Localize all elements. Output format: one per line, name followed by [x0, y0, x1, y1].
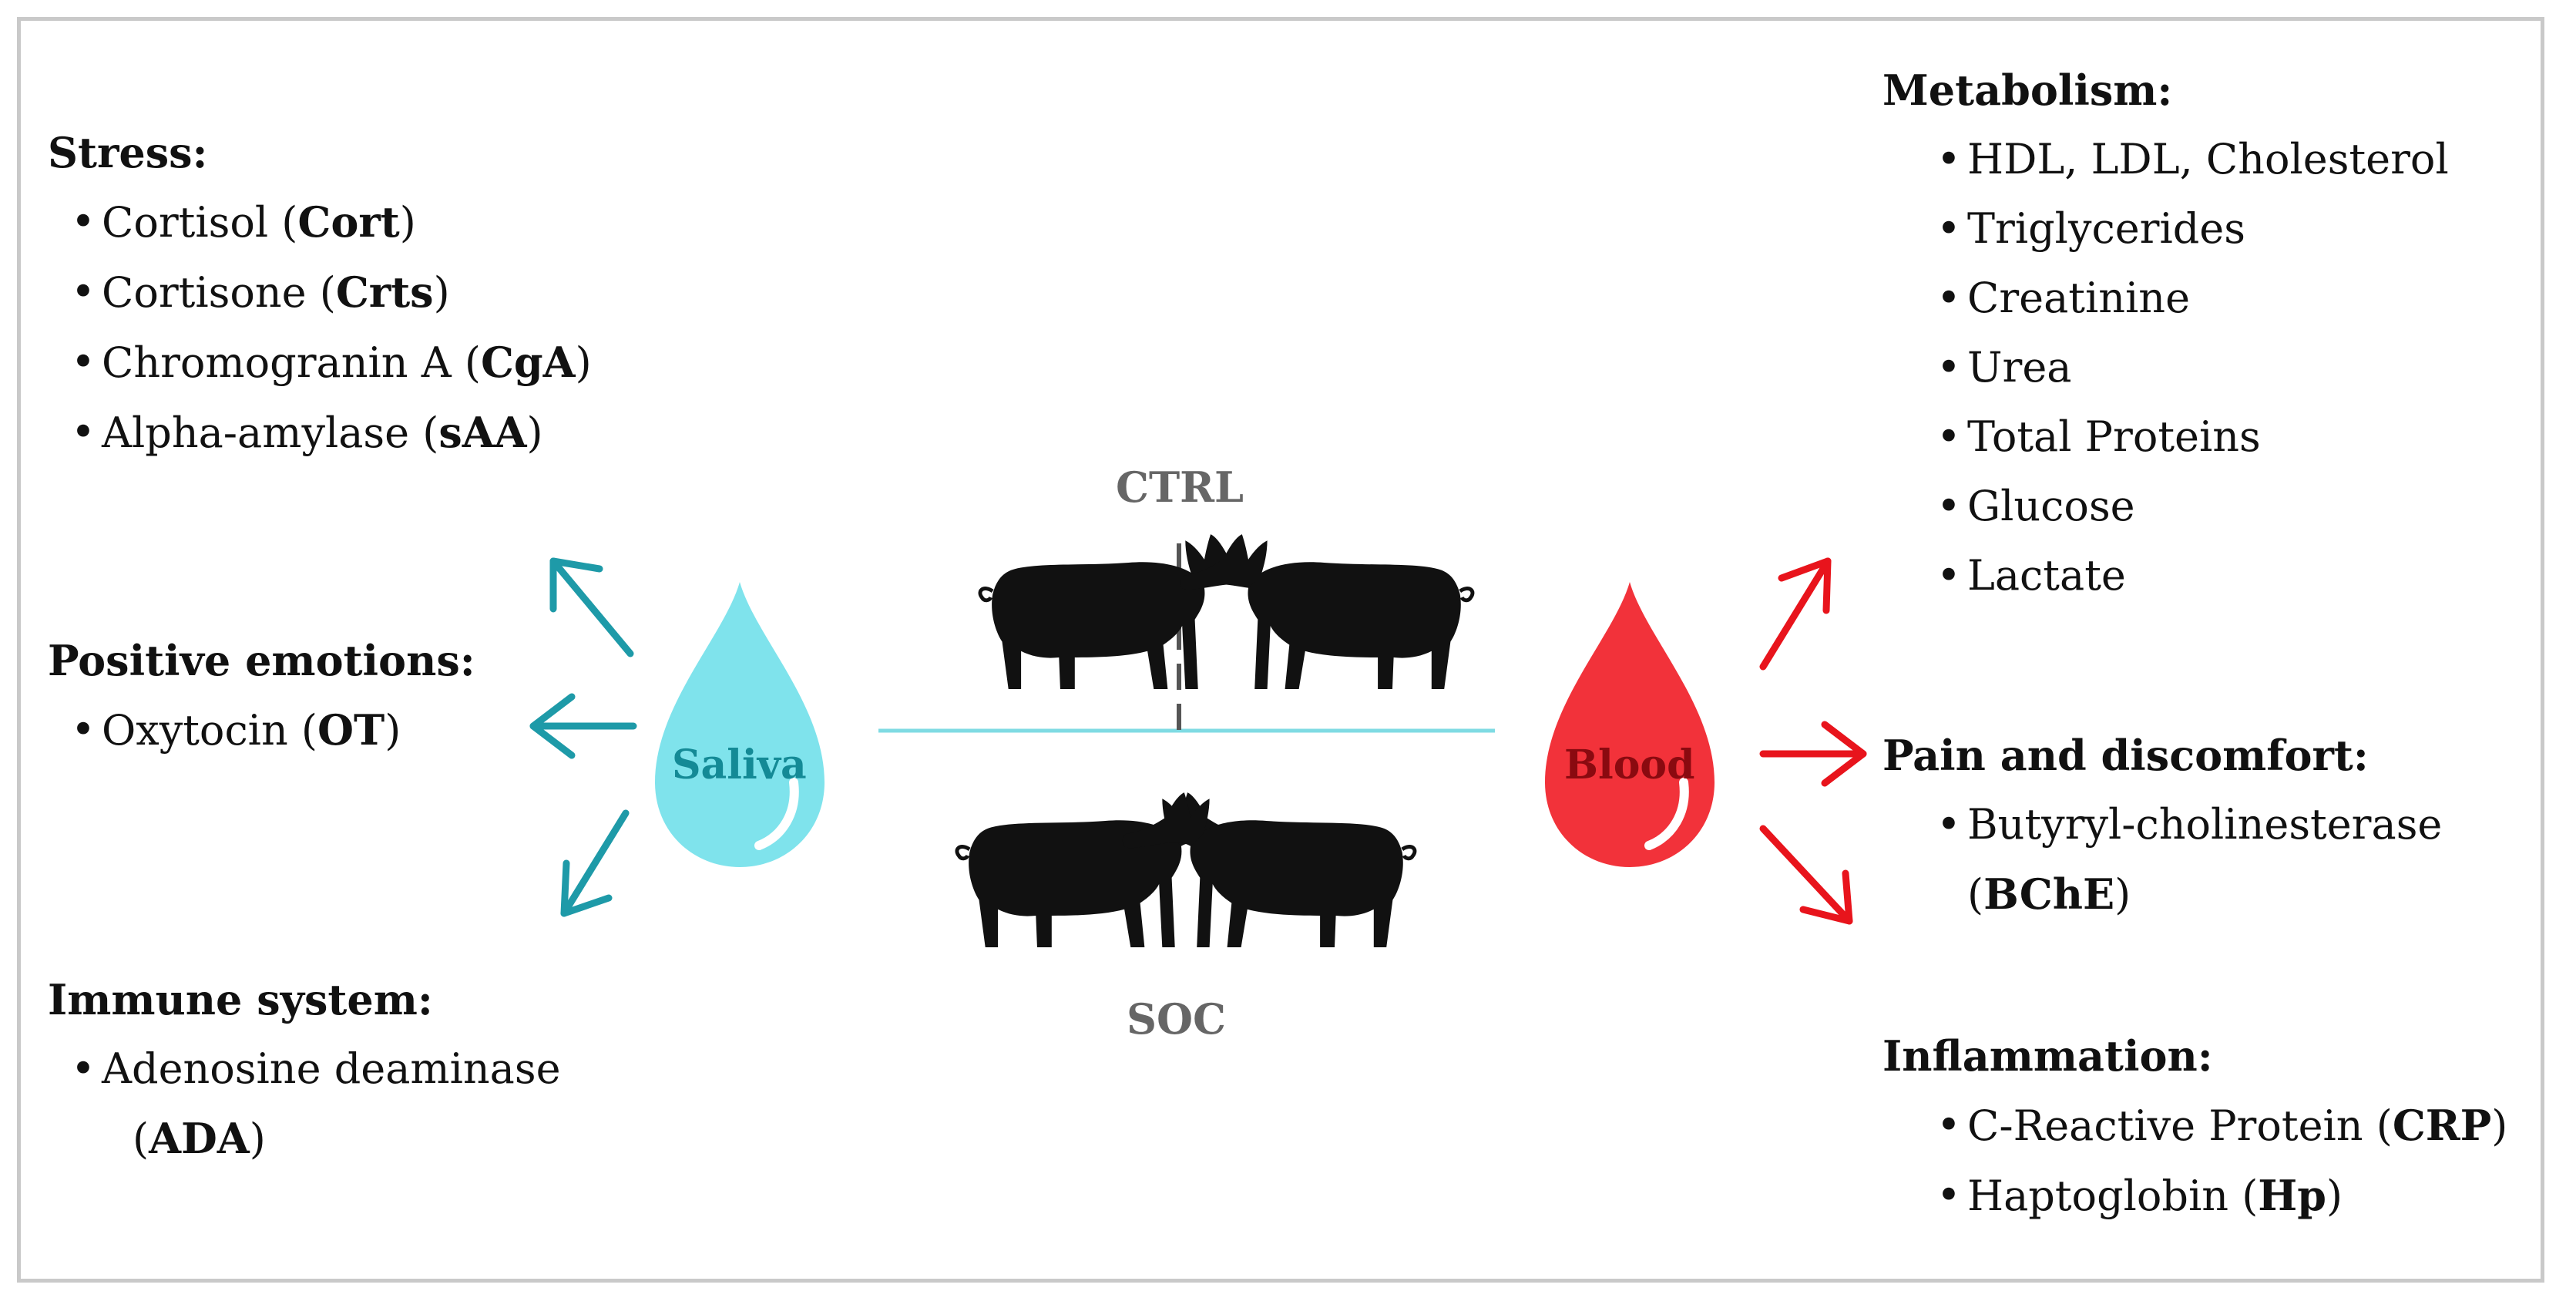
pain-discomfort-heading: Pain and discomfort: — [1882, 731, 2369, 780]
saliva-arrows — [529, 557, 637, 917]
blood-drop-label: Blood — [1564, 741, 1695, 788]
arrow-to-inflammation — [1759, 825, 1853, 925]
ctrl-label: CTRL — [1116, 462, 1244, 512]
list-item: Triglycerides — [1882, 194, 2449, 264]
immune-system-block: Immune system: Adenosine deaminase (ADA) — [48, 965, 561, 1174]
list-item-continuation: (ADA) — [133, 1114, 266, 1163]
inflammation-heading: Inflammation: — [1882, 1031, 2213, 1081]
list-item: Adenosine deaminase — [48, 1034, 561, 1104]
arrow-to-immune — [560, 809, 630, 917]
metabolism-block: Metabolism: HDL, LDL, Cholesterol Trigly… — [1882, 55, 2449, 610]
list-item: Creatinine — [1882, 264, 2449, 333]
arrow-to-metabolism — [1759, 557, 1832, 671]
figure-frame — [17, 17, 2544, 1283]
inflammation-block: Inflammation: C-Reactive Protein (CRP) H… — [1882, 1021, 2507, 1231]
list-item: Lactate — [1882, 541, 2449, 610]
immune-system-heading: Immune system: — [48, 975, 433, 1024]
soc-label: SOC — [1127, 994, 1227, 1044]
blood-drop-icon — [1545, 582, 1715, 867]
stress-heading: Stress: — [48, 128, 208, 177]
metabolism-heading: Metabolism: — [1882, 66, 2173, 115]
list-item: Butyryl-cholinesterase — [1882, 790, 2442, 859]
positive-emotions-heading: Positive emotions: — [48, 636, 475, 685]
list-item: Alpha-amylase (sAA) — [48, 398, 592, 468]
saliva-drop-label: Saliva — [672, 741, 807, 788]
pain-discomfort-block: Pain and discomfort: Butyryl-cholinester… — [1882, 721, 2442, 930]
list-item-continuation: (BChE) — [1967, 869, 2131, 919]
list-item: Total Proteins — [1882, 402, 2449, 472]
list-item: Glucose — [1882, 472, 2449, 541]
list-item: Cortisol (Cort) — [48, 187, 592, 257]
list-item: Chromogranin A (CgA) — [48, 328, 592, 398]
list-item: Oxytocin (OT) — [48, 695, 475, 765]
saliva-drop-icon — [655, 582, 825, 867]
arrow-to-stress — [549, 557, 634, 657]
list-item: C-Reactive Protein (CRP) — [1882, 1091, 2507, 1161]
list-item: Urea — [1882, 333, 2449, 402]
blood-arrows — [1759, 557, 1867, 925]
positive-emotions-block: Positive emotions: Oxytocin (OT) — [48, 626, 475, 765]
pig-ctrl-right-icon — [1181, 534, 1473, 689]
list-item: Haptoglobin (Hp) — [1882, 1161, 2507, 1231]
stress-block: Stress: Cortisol (Cort) Cortisone (Crts)… — [48, 118, 592, 468]
list-item: Cortisone (Crts) — [48, 257, 592, 328]
list-item: HDL, LDL, Cholesterol — [1882, 125, 2449, 194]
